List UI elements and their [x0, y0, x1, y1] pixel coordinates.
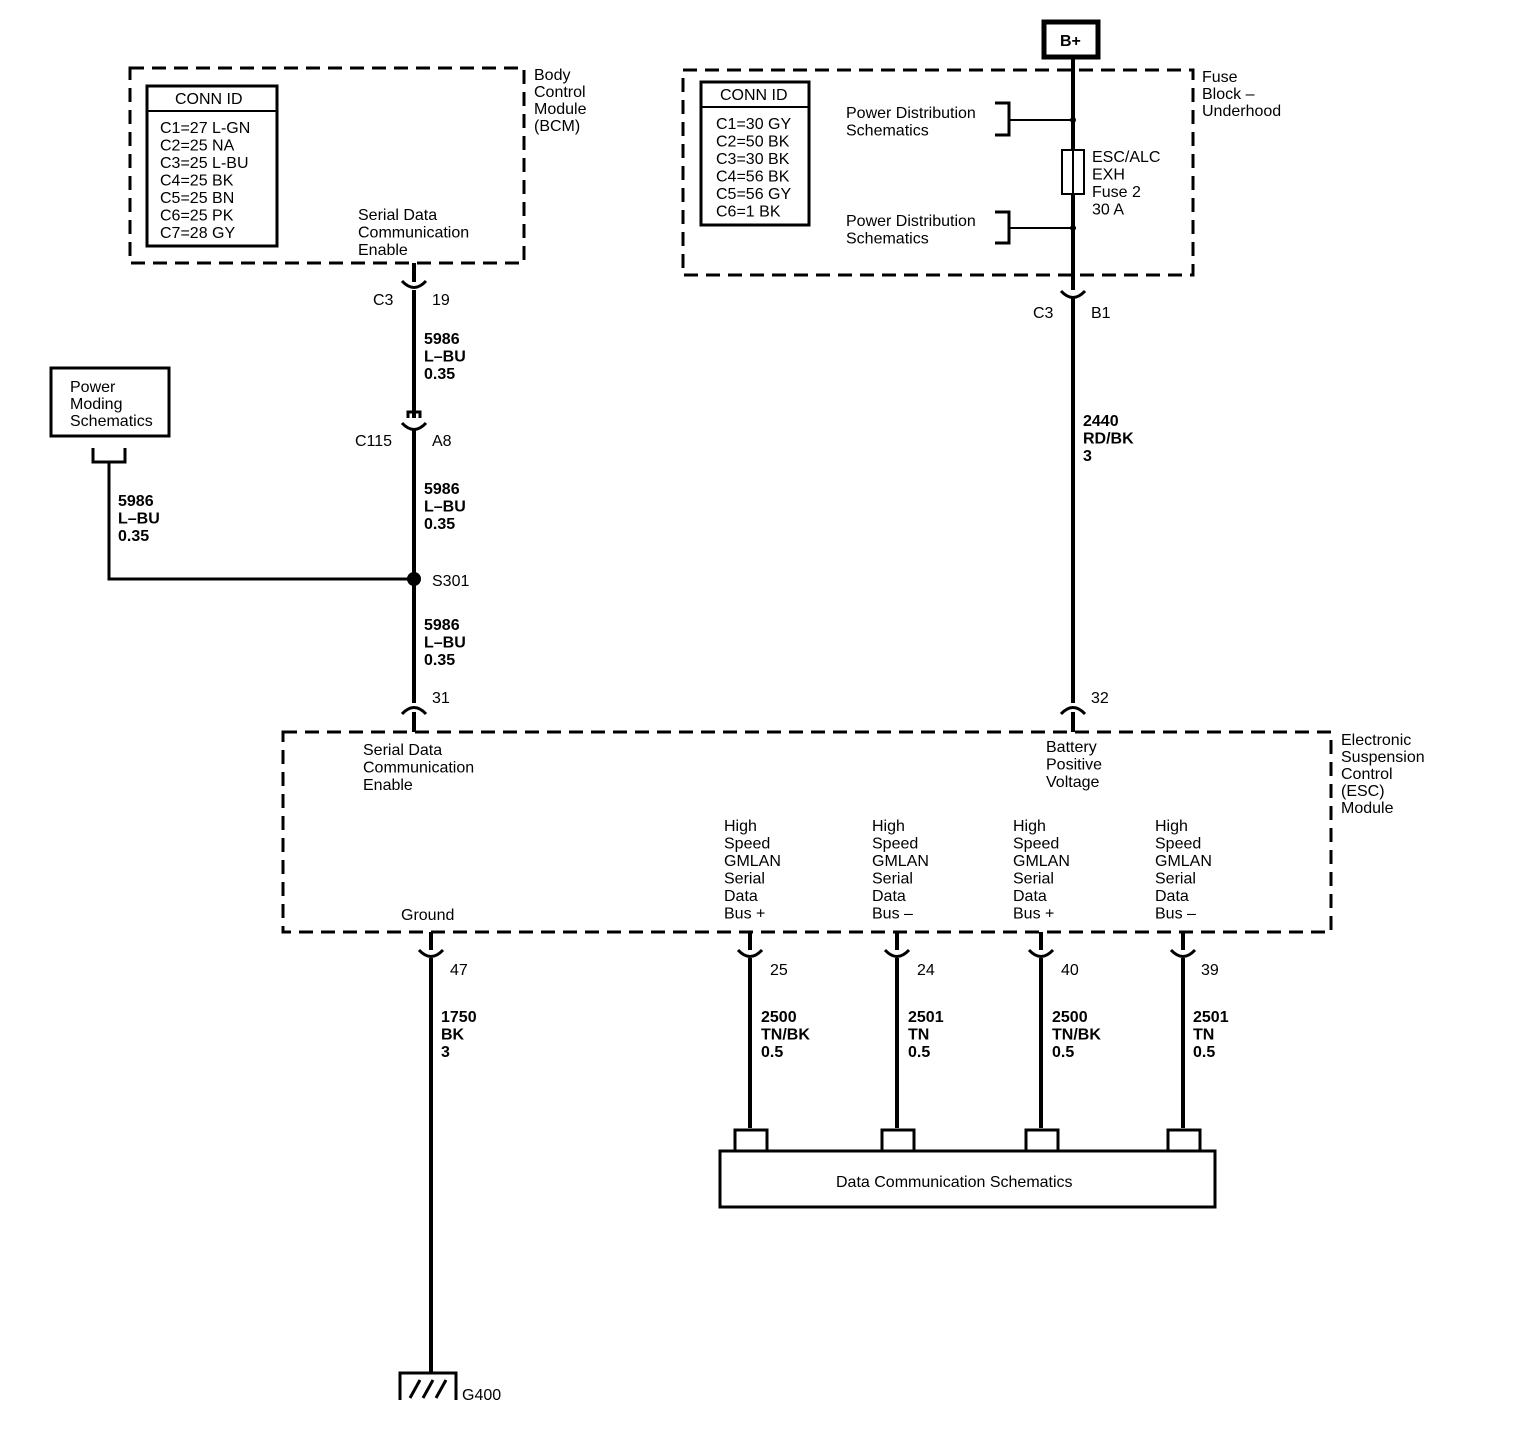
esc-pin-39: 39 2501 TN 0.5	[1166, 932, 1233, 1150]
wire-label-power-moding: 5986 L–BU 0.35	[118, 493, 164, 545]
battery-label: B+	[1060, 33, 1081, 50]
esc-name: Electronic Suspension Control (ESC) Modu…	[1341, 732, 1429, 817]
esc-pin-25-number: 25	[770, 962, 788, 979]
esc-pin-24: 24 2501 TN 0.5	[880, 932, 948, 1150]
bcm-conn-id-list: C1=27 L-GN C2=25 NA C3=25 L-BU C4=25 BK …	[160, 120, 255, 242]
power-distribution-link-top[interactable]: Power Distribution Schematics	[846, 101, 1076, 140]
bcm-name: Body Control Module (BCM)	[534, 67, 591, 135]
wire-label-s301-to-esc: 5986 L–BU 0.35	[424, 617, 470, 669]
fuse-block-module: Fuse Block – Underhood CONN ID C1=30 GY …	[681, 68, 1281, 277]
esc-battery-label: Battery Positive Voltage	[1046, 739, 1106, 791]
esc-serial-label: Serial Data Communication Enable	[363, 742, 479, 794]
data-communication-schematics-box[interactable]: Data Communication Schematics	[718, 1149, 1217, 1209]
bcm-connector-c3: C3 19	[373, 263, 450, 309]
fuse-block-conn-id-list: C1=30 GY C2=50 BK C3=30 BK C4=56 BK C5=5…	[716, 116, 795, 221]
esc-pin-32-number: 32	[1091, 690, 1109, 707]
bcm-pin-number: 19	[432, 292, 450, 309]
esc-pin-40-number: 40	[1061, 962, 1079, 979]
bcm-pin-label: Serial Data Communication Enable	[358, 207, 474, 259]
wire-power-moding	[107, 462, 414, 581]
esc-pin-25: 25 2500 TN/BK 0.5	[733, 932, 814, 1150]
ground-symbol-icon	[398, 1371, 458, 1400]
fuse-block-conn-id-title: CONN ID	[720, 87, 788, 104]
bcm-conn-id-title: CONN ID	[175, 91, 243, 108]
bcm-conn-id-table: CONN ID C1=27 L-GN C2=25 NA C3=25 L-BU C…	[145, 84, 279, 248]
power-distribution-top-label: Power Distribution Schematics	[846, 105, 980, 140]
esc-bus4-label: High Speed GMLAN Serial Data Bus –	[1155, 818, 1216, 923]
c115-connector: C115 A8	[355, 410, 452, 450]
fuse-block-pin-number: B1	[1091, 305, 1111, 322]
power-moding-label: Power Moding Schematics	[70, 379, 153, 430]
power-moding-connector	[91, 448, 127, 464]
wire-label-bus2: 2501 TN 0.5	[908, 1009, 948, 1061]
esc-pin-47-number: 47	[450, 962, 468, 979]
esc-bus1-label: High Speed GMLAN Serial Data Bus +	[724, 818, 785, 923]
power-distribution-bottom-label: Power Distribution Schematics	[846, 213, 980, 248]
fuse-block-conn-id-table: CONN ID C1=30 GY C2=50 BK C3=30 BK C4=56…	[699, 80, 811, 227]
esc-pin-47: 47	[417, 932, 468, 979]
wire-label-bcm-to-c115: 5986 L–BU 0.35	[424, 331, 470, 383]
wire-label-c115-to-s301: 5986 L–BU 0.35	[424, 481, 470, 533]
esc-ground-label: Ground	[401, 907, 454, 924]
esc-module: Electronic Suspension Control (ESC) Modu…	[281, 690, 1429, 934]
esc-pin-39-number: 39	[1201, 962, 1219, 979]
esc-pin-31: 31 Serial Data Communication Enable	[363, 690, 479, 794]
data-communication-label: Data Communication Schematics	[836, 1174, 1073, 1191]
wire-label-fuse-to-esc: 2440 RD/BK 3	[1083, 413, 1138, 465]
esc-bus3-label: High Speed GMLAN Serial Data Bus +	[1013, 818, 1074, 923]
bcm-connector-label: C3	[373, 292, 394, 309]
bcm-outline	[128, 66, 526, 265]
fuse-block-connector-c3: C3 B1	[1033, 289, 1111, 322]
wire-label-bus1: 2500 TN/BK 0.5	[761, 1009, 814, 1061]
esc-bus2-label: High Speed GMLAN Serial Data Bus –	[872, 818, 933, 923]
power-distribution-link-bottom[interactable]: Power Distribution Schematics	[846, 210, 1076, 248]
fuse-block-connector-label: C3	[1033, 305, 1054, 322]
esc-pin-24-number: 24	[917, 962, 935, 979]
esc-pin-31-number: 31	[432, 690, 450, 707]
wire-label-ground: 1750 BK 3	[441, 1009, 481, 1061]
power-moding-schematics-box[interactable]: Power Moding Schematics	[49, 366, 171, 438]
esc-outline	[281, 730, 1333, 934]
fuse-block-name: Fuse Block – Underhood	[1202, 69, 1281, 120]
fuse-esc-alc-exh: ESC/ALC EXH Fuse 2 30 A	[1061, 149, 1165, 219]
esc-pin-40: 40 2500 TN/BK 0.5	[1024, 932, 1105, 1150]
wire-label-bus4: 2501 TN 0.5	[1193, 1009, 1233, 1061]
c115-pin: A8	[432, 433, 452, 450]
battery-b-plus: B+	[1041, 19, 1101, 60]
esc-pin-32: 32 Battery Positive Voltage	[1046, 690, 1109, 791]
c115-label: C115	[355, 433, 392, 450]
fuse-block-outline	[681, 68, 1195, 277]
splice-s301-label: S301	[432, 573, 469, 590]
wire-label-bus3: 2500 TN/BK 0.5	[1052, 1009, 1105, 1061]
bcm-module: Body Control Module (BCM) CONN ID C1=27 …	[128, 66, 591, 265]
splice-s301	[407, 572, 421, 586]
fuse-label: ESC/ALC EXH Fuse 2 30 A	[1092, 149, 1165, 219]
ground-point-label: G400	[462, 1387, 501, 1404]
